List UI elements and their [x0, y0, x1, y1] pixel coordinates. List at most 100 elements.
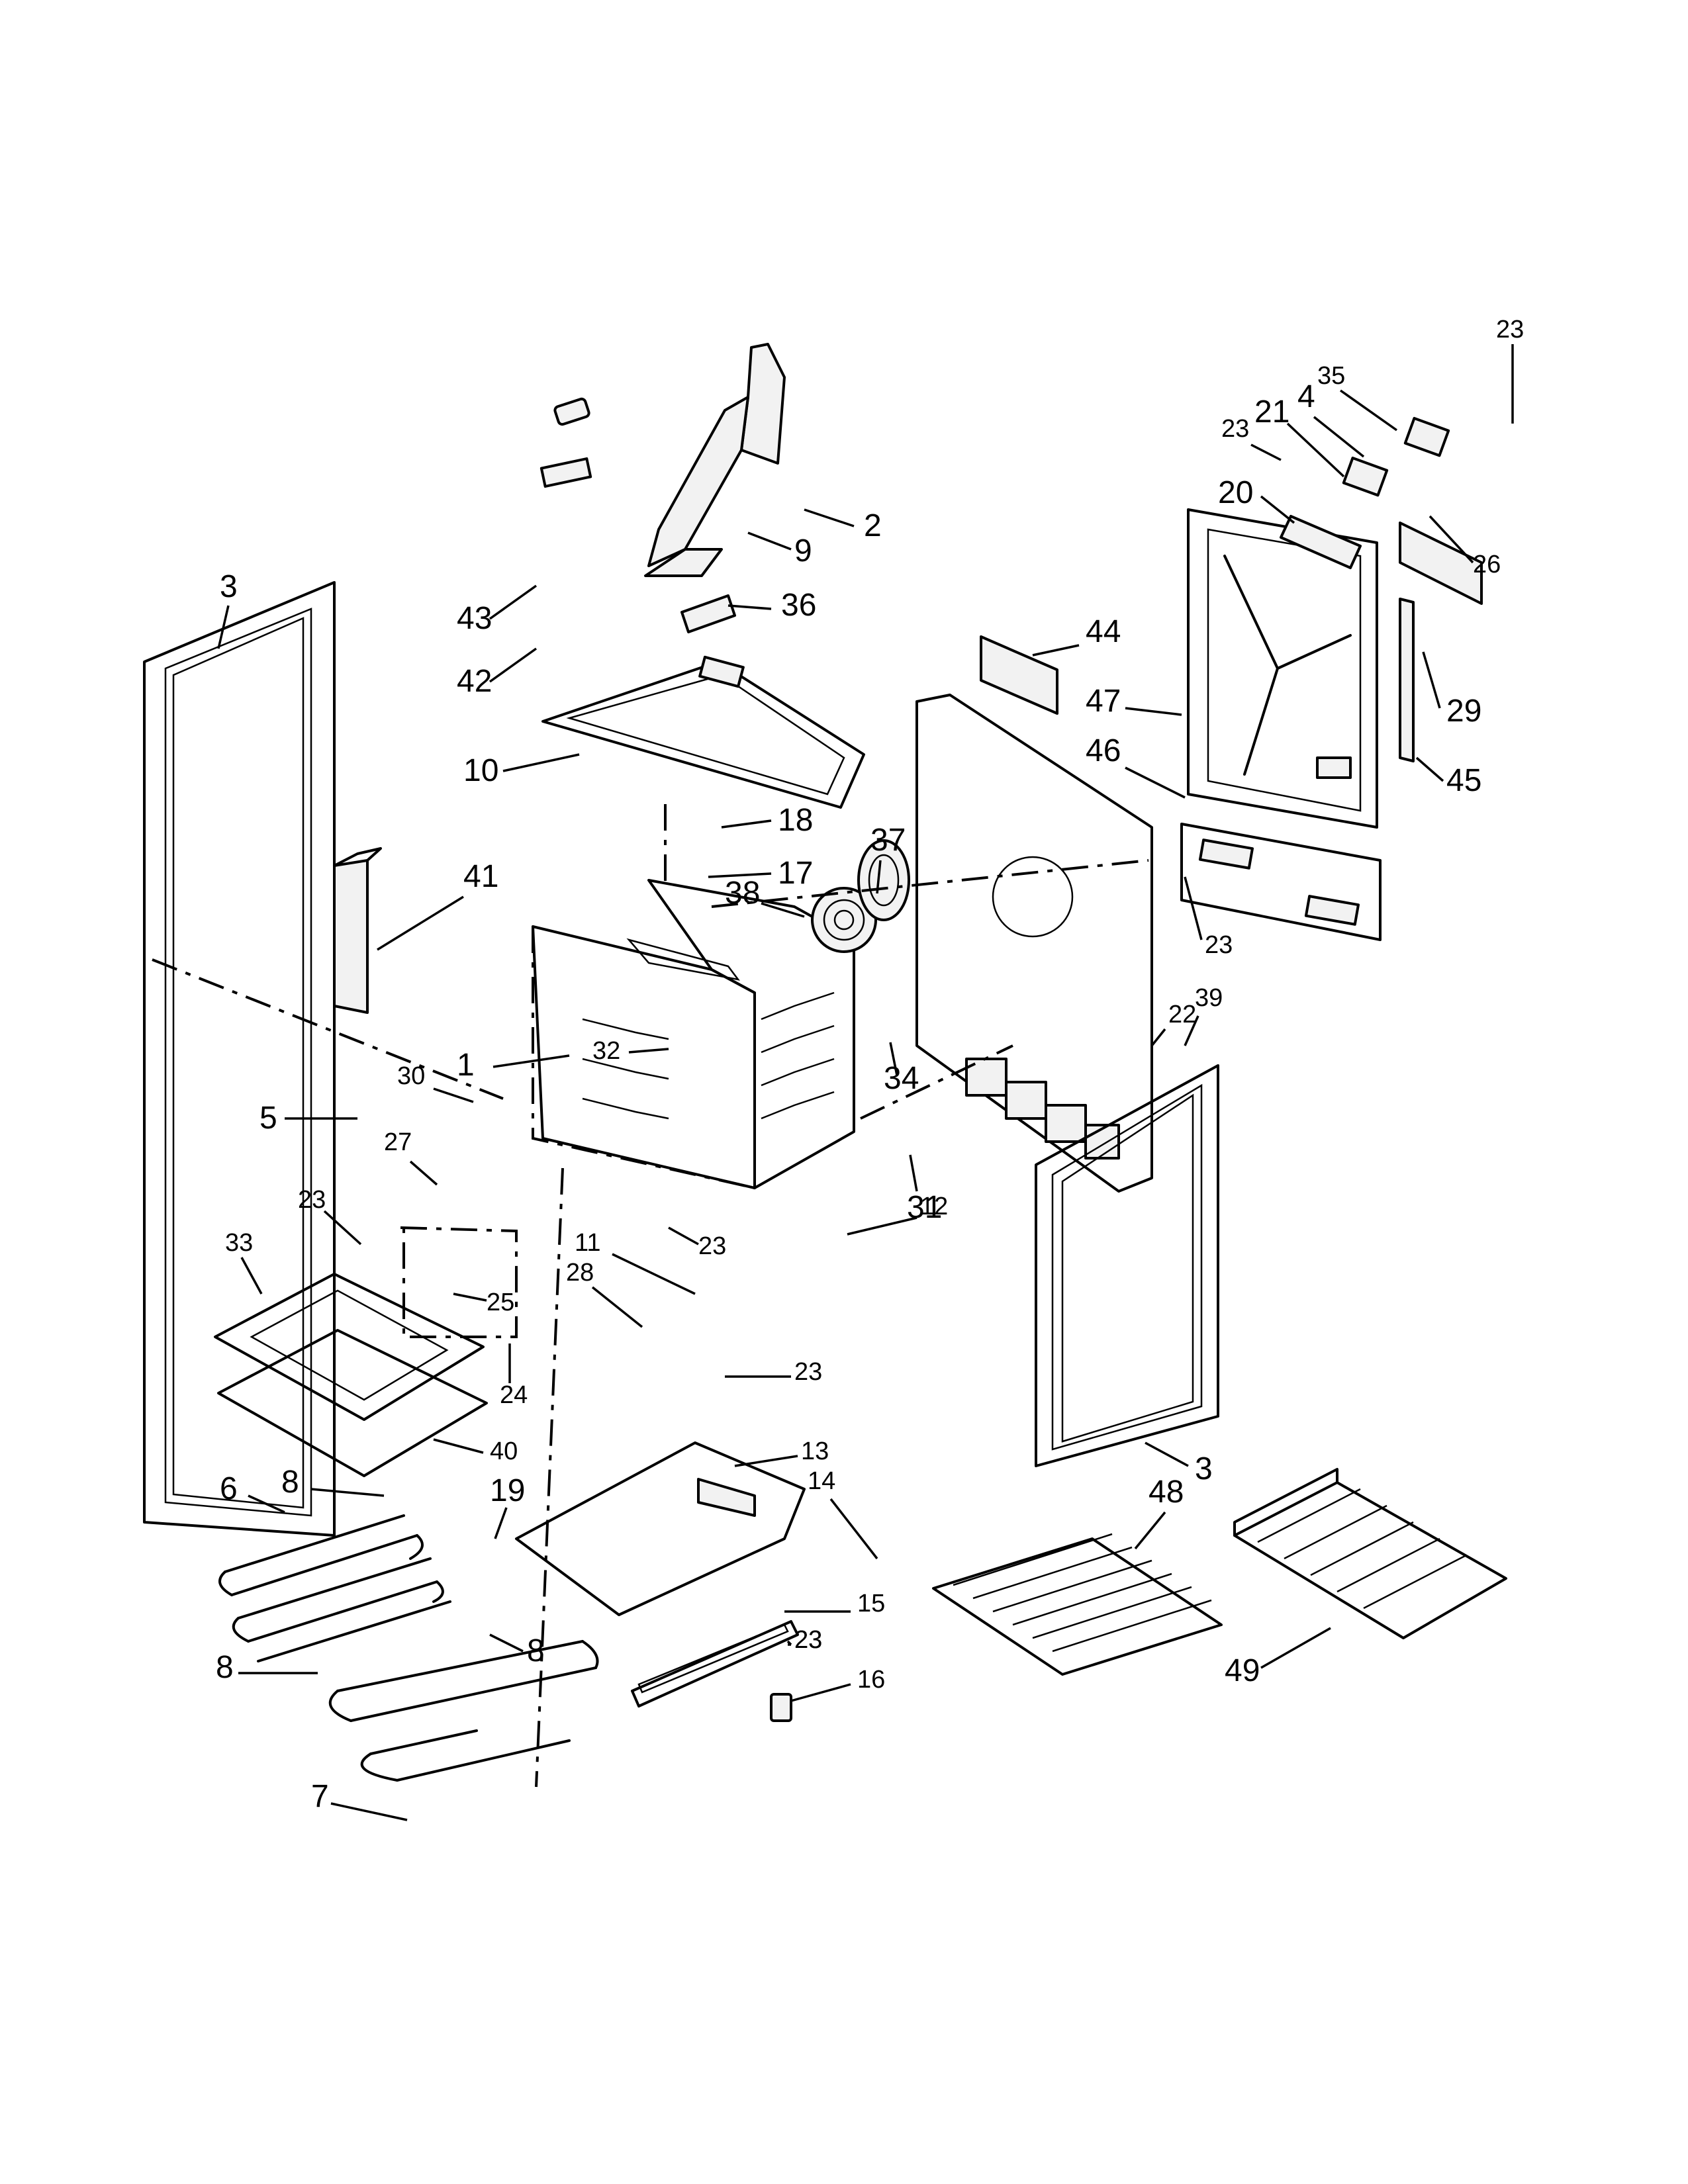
callout-39: 39: [1184, 984, 1223, 1046]
callout-number: 8: [281, 1465, 299, 1500]
leader-line: [310, 1488, 385, 1497]
cover-plate: [980, 635, 1058, 715]
callout-number: 23: [794, 1626, 822, 1654]
leader-line: [248, 1494, 285, 1514]
callout-13: 13: [734, 1437, 829, 1467]
leader-line: [494, 1507, 508, 1539]
callout-number: 4: [1297, 379, 1315, 414]
leader-line: [1415, 756, 1444, 782]
callout-29: 29: [1422, 651, 1481, 729]
leader-line: [889, 1042, 898, 1076]
leader-line: [1422, 651, 1441, 709]
leader-line: [909, 1154, 918, 1192]
callout-number: 23: [1496, 316, 1524, 343]
leader-line: [1313, 416, 1365, 458]
callout-25: 25: [453, 1289, 514, 1316]
callout-4: 4: [1297, 379, 1365, 458]
callout-46: 46: [1086, 733, 1186, 799]
leveling-leg: [770, 1693, 792, 1722]
callout-number: 38: [725, 876, 760, 911]
side-strip: [1399, 598, 1415, 762]
callout-number: 23: [1221, 415, 1249, 443]
leader-line: [409, 1160, 438, 1186]
callout-16: 16: [790, 1666, 885, 1702]
callout-number: 35: [1317, 362, 1345, 390]
callout-number: 7: [311, 1779, 329, 1814]
callout-33: 33: [225, 1229, 263, 1295]
callout-42: 42: [457, 647, 538, 699]
callout-number: 46: [1086, 733, 1121, 768]
callout-20: 20: [1218, 475, 1295, 524]
leader-line: [330, 1802, 408, 1821]
leader-line: [1339, 389, 1398, 432]
callout-27: 27: [384, 1128, 438, 1186]
callout-37: 37: [870, 823, 906, 894]
callout-number: 12: [920, 1193, 948, 1220]
callout-number: 21: [1254, 394, 1289, 430]
callout-17: 17: [708, 856, 813, 891]
callout-number: 10: [463, 753, 498, 788]
oven-rack: [932, 1533, 1223, 1676]
burner-rail: [631, 1620, 799, 1707]
callout-6: 6: [220, 1471, 285, 1514]
leader-line: [492, 1054, 570, 1068]
callout-28: 28: [566, 1259, 643, 1328]
callout-34: 34: [884, 1042, 919, 1096]
leader-line: [1429, 515, 1474, 564]
callout-number: 41: [463, 859, 498, 894]
callout-15: 15: [784, 1590, 885, 1617]
callout-1: 1: [457, 1048, 570, 1083]
leader-line: [1125, 766, 1186, 799]
callout-31: 31: [907, 1154, 942, 1225]
callout-30: 30: [397, 1062, 474, 1103]
callout-3: 3: [217, 569, 238, 649]
leader-line: [612, 1253, 696, 1295]
callout-number: 27: [384, 1128, 412, 1156]
callout-number: 9: [794, 533, 812, 569]
callout-3: 3: [1145, 1441, 1213, 1486]
vent-duct: [644, 343, 786, 577]
callout-23: 23: [788, 1626, 822, 1654]
leader-line: [727, 604, 772, 610]
callout-number: 49: [1225, 1653, 1260, 1688]
callout-23: 23: [1221, 415, 1282, 461]
callout-number: 24: [500, 1381, 528, 1409]
alignment-lines: [152, 804, 1149, 1788]
rear-panel: [915, 694, 1153, 1193]
callout-number: 5: [259, 1101, 277, 1136]
side-trim: [333, 847, 382, 1014]
leader-line: [761, 902, 805, 918]
leader-line: [829, 1498, 878, 1560]
callout-number: 48: [1149, 1475, 1184, 1510]
callout-47: 47: [1086, 684, 1182, 719]
callout-38: 38: [725, 876, 805, 918]
callout-number: 22: [1168, 1001, 1196, 1028]
callout-26: 26: [1429, 515, 1501, 578]
broil-element: [328, 1640, 599, 1782]
leader-line: [628, 1048, 669, 1054]
callout-2: 2: [804, 508, 882, 543]
callout-number: 43: [457, 601, 492, 636]
leader-line: [1125, 707, 1182, 716]
leader-line: [1286, 422, 1345, 478]
callout-number: 37: [870, 823, 906, 858]
callout-45: 45: [1415, 756, 1481, 798]
leader-line: [1134, 1511, 1166, 1550]
callout-number: 20: [1218, 475, 1253, 510]
callout-number: 23: [1205, 931, 1233, 959]
callout-8: 8: [216, 1650, 318, 1685]
callout-10: 10: [463, 753, 580, 788]
callout-number: 16: [857, 1666, 885, 1694]
leader-line: [790, 1683, 851, 1702]
callout-number: 42: [457, 664, 492, 699]
callout-23: 23: [786, 1626, 822, 1654]
callout-40: 40: [433, 1437, 518, 1465]
leader-line: [1145, 1441, 1189, 1467]
callout-24: 24: [500, 1343, 528, 1409]
callout-23: 23: [668, 1226, 726, 1260]
callout-number: 23: [794, 1358, 822, 1386]
callout-number: 2: [864, 508, 882, 543]
callout-23: 23: [1184, 876, 1233, 959]
callout-35: 35: [1317, 362, 1398, 432]
